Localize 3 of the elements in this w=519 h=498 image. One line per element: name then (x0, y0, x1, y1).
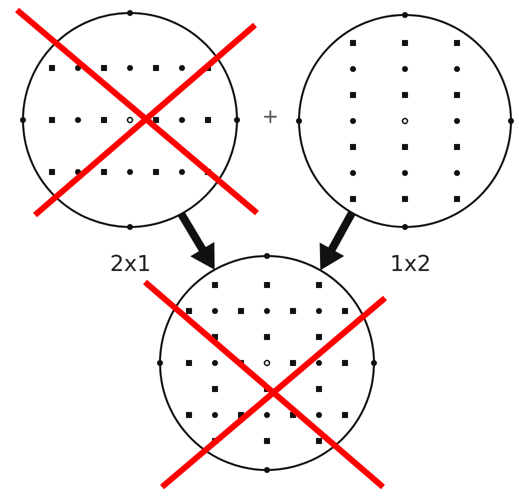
edge-label: 1x2 (390, 254, 432, 276)
edge-label: 2x1 (110, 254, 152, 276)
plus-sign: + (262, 106, 279, 126)
